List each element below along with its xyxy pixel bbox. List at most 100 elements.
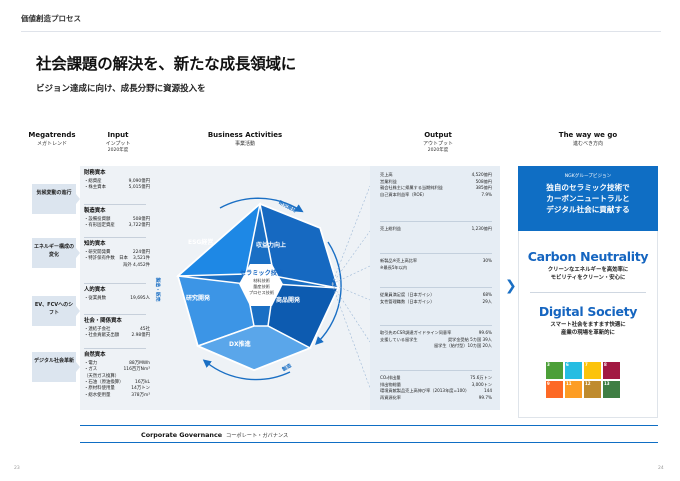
governance-jp: コーポレート・ガバナンス [226, 433, 289, 439]
cycle-arrow-top [219, 197, 304, 213]
input-row-label: ・株主資本 [84, 185, 106, 191]
input-row-value: 3,722億円 [128, 223, 150, 229]
carbon-neutrality-sub: クリーンなエネルギーを高効率に モビリティをクリーン・安心に [518, 267, 658, 282]
segment-label-esg: ESG経営 [188, 239, 214, 246]
cycle-label-left: 製造・販売 [154, 277, 160, 302]
vision-line: デジタル社会に貢献する [546, 205, 630, 214]
col-year: 2020年度 [427, 148, 449, 153]
sdg-icon: 7 [584, 362, 601, 379]
col-en: Input [107, 131, 129, 139]
col-jp: 進むべき方向 [572, 141, 603, 147]
input-row-label: ・石油（原油換算） [84, 379, 124, 385]
vision-line: カーボンニュートラルと [546, 194, 630, 203]
col-jp: アウトプット [422, 141, 453, 147]
input-row-label: ・有形固定資産 [84, 223, 115, 229]
input-row-value: 9,090億円 [128, 178, 150, 184]
output-row-label: 親会社株主に帰属する当期純利益 [380, 185, 443, 191]
col-en: Output [424, 131, 452, 139]
input-divider [84, 283, 146, 284]
megatrend-arrow [76, 194, 80, 204]
segment-label-profit: 収益力向上 [256, 242, 287, 249]
input-row-value: 14万トン [131, 386, 150, 392]
center-title: セラミック技術 [239, 270, 284, 277]
output-row-label: 新製品※売上高比率 [380, 258, 418, 263]
cycle-arrow-bottom [202, 359, 291, 381]
input-group-title: 社会・関係資本 [84, 318, 122, 324]
vision-line: 独自のセラミック技術で [546, 183, 630, 192]
vision-sub-line: モビリティをクリーン・安心に [550, 274, 626, 281]
input-row-label: ・総水使用量 [84, 392, 111, 398]
sdg-icon: 12 [584, 381, 601, 398]
input-divider [84, 204, 146, 205]
input-row-value: 116百万Nm³ [123, 367, 150, 373]
output-row-label: 自己資本利益率（ROE） [380, 192, 427, 198]
center-core: セラミック技術 材料技術 量産技術 プロセス技術 [234, 268, 289, 296]
col-jp: インプット [105, 141, 131, 147]
vision-sub-line: クリーンなエネルギーを高効率に [547, 267, 629, 273]
sdg-icon: 6 [565, 362, 582, 379]
input-divider [84, 314, 146, 315]
page-title: 社会課題の解決を、新たな成長領域に [36, 55, 297, 73]
col-year: 2020年度 [107, 148, 129, 153]
input-row: ・株主資本 5,015億円 [84, 185, 150, 191]
input-row-label: ・総資産 [84, 178, 102, 184]
col-head-way: The way we go 進むべき方向 [548, 131, 628, 147]
segment-label-product: 商品開発 [276, 297, 301, 304]
input-row-value: 378万m³ [131, 392, 150, 398]
digital-society-sub: スマート社会をますます快適に 産業の現場を革新的に [518, 322, 658, 337]
col-head-business: Business Activities 事業活動 [200, 131, 290, 147]
input-row-value: 2.98億円 [131, 333, 150, 339]
col-head-megatrends: Megatrends メガトレンド [22, 131, 82, 147]
output-divider [380, 325, 492, 326]
output-row: ※最長5年以内 [380, 265, 492, 272]
input-row-label: ・電力 [84, 360, 98, 366]
output-divider [380, 287, 492, 288]
input-row-value: 45社 [140, 326, 150, 332]
center-hexagon [239, 264, 283, 306]
megatrend-item: 気候変動の進行 [32, 184, 76, 214]
output-row: 女性管理職数（日本ガイシ）29人 [380, 299, 492, 306]
sdg-icon: 13 [603, 381, 620, 398]
input-row-value: 5,015億円 [128, 185, 150, 191]
megatrend-item: デジタル社会革新 [32, 352, 76, 382]
input-row: ・有形固定資産 3,722億円 [84, 223, 150, 229]
governance-rule-bottom [80, 442, 658, 443]
output-row-value: 奨学金受給 5カ国 39人 [447, 336, 492, 342]
input-row-label: ・設備投資額 [84, 216, 111, 222]
cycle-arrow-right [315, 241, 342, 345]
input-row: ・石油（原油換算）16万kL [84, 380, 150, 386]
col-jp: メガトレンド [36, 141, 67, 147]
input-row-value: 19,695人 [130, 295, 150, 301]
center-sub-item: 材料技術 [253, 278, 270, 283]
input-group-title: 製造資本 [84, 208, 106, 214]
input-divider [84, 348, 146, 349]
sdg-icon: 3 [546, 362, 563, 379]
megatrend-arrow [76, 362, 80, 372]
output-row-label: 女性管理職数（日本ガイシ） [380, 298, 435, 304]
col-en: Megatrends [28, 131, 76, 139]
output-row: 支援している留学生奨学金受給 5カ国 39人 [380, 337, 492, 344]
input-row-value: 3,521件 [133, 256, 150, 262]
input-row-label: ・ガス [84, 367, 98, 373]
output-row: 環境貢献製品売上高伸び率（2013年度=100）144 [380, 388, 492, 395]
col-en: The way we go [558, 131, 618, 139]
sdg-icon: 8 [603, 362, 620, 379]
governance-rule [80, 425, 658, 426]
input-row-value: 海外 4,452件 [122, 262, 150, 268]
output-row-value: 68% [482, 292, 492, 297]
